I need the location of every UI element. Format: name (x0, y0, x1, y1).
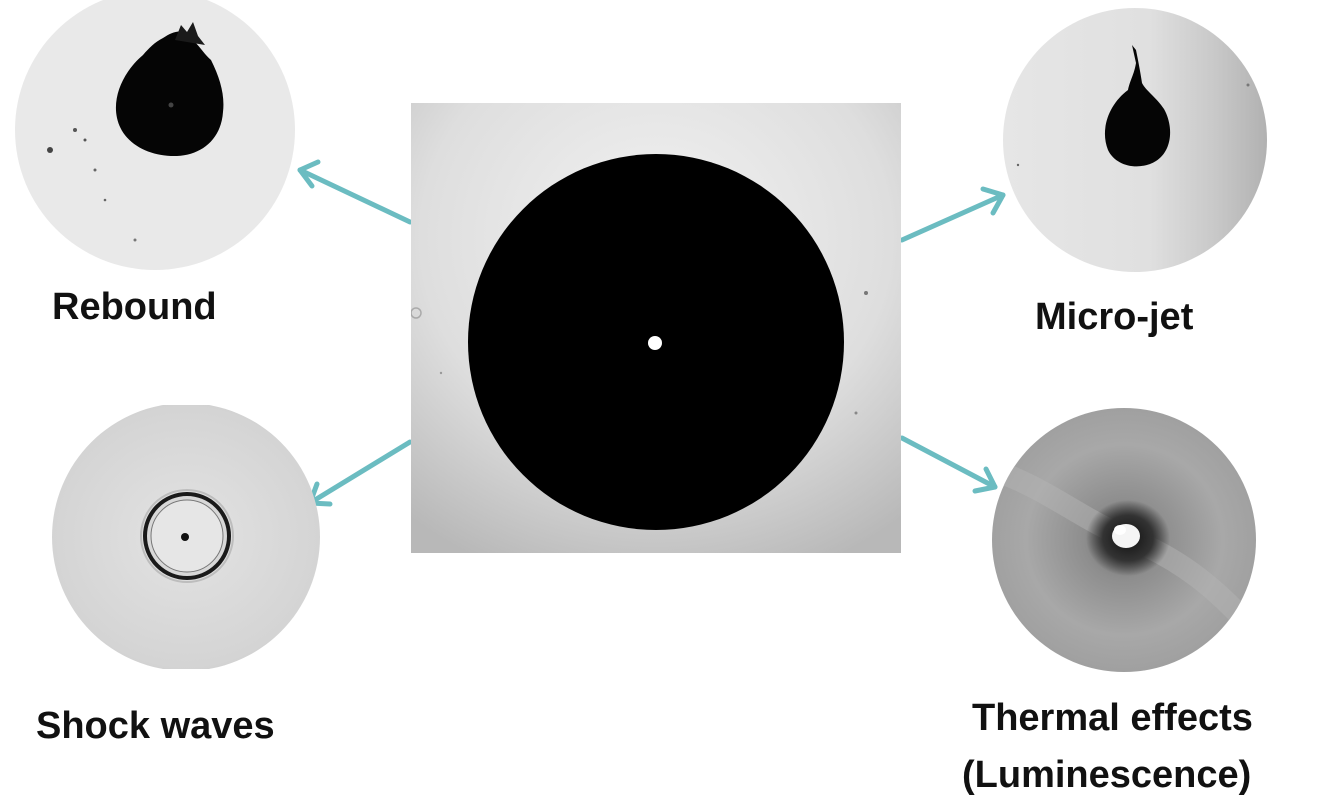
central-bubble-image (411, 103, 901, 553)
shock-waves-image (48, 405, 324, 669)
arrow-to-shock-waves (310, 442, 410, 504)
arrow-to-micro-jet (902, 189, 1003, 240)
thermal-effects-label-line2: (Luminescence) (962, 752, 1251, 798)
thermal-effects-label-line1: Thermal effects (972, 695, 1253, 741)
micro-jet-image (1000, 5, 1270, 275)
arrow-to-thermal-effects (902, 438, 995, 491)
micro-jet-label: Micro-jet (1035, 294, 1193, 340)
thermal-effects-image (988, 408, 1260, 672)
rebound-label: Rebound (52, 284, 217, 330)
arrow-to-rebound (300, 162, 410, 222)
rebound-image (15, 0, 295, 270)
shock-waves-label: Shock waves (36, 703, 275, 749)
